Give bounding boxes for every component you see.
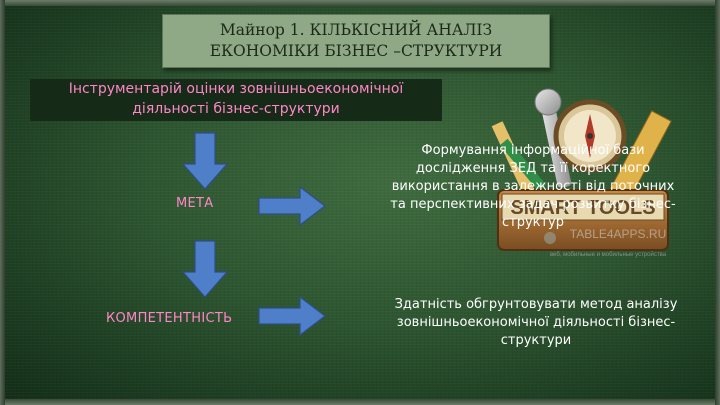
competence-description-line: структури <box>500 333 572 348</box>
goal-description-line: та перспективних задач розвитку бізнес- <box>390 197 676 212</box>
clipart-banner-text: SMART TOOLS <box>510 197 655 219</box>
competence-description-line: Здатність обгрунтовувати метод аналізу <box>394 297 678 312</box>
board-frame-top <box>0 0 720 6</box>
clipart-watermark-text: TABLE4APPS.RU <box>570 227 666 241</box>
goal-description-line: Формування інформаційної бази <box>421 143 645 158</box>
board-frame-bottom <box>0 399 720 405</box>
goal-label: МЕТА <box>176 196 214 211</box>
slide-title-line-2: ЕКОНОМІКИ БІЗНЕС –СТРУКТУРИ <box>209 42 503 60</box>
arrow-right-competence-icon <box>258 296 326 336</box>
board-frame-left <box>0 0 5 405</box>
slide-title-line-1: Майнор 1. КІЛЬКІСНИЙ АНАЛІЗ <box>219 21 493 39</box>
goal-description-line: використання в залежності від поточних <box>391 179 675 194</box>
topic-heading-line-2: діяльності бізнес-структури <box>132 101 340 117</box>
topic-heading-line-1: Інструментарій оцінки зовнішньоекономічн… <box>68 81 404 97</box>
topic-heading: Інструментарій оцінки зовнішньоекономічн… <box>30 79 442 121</box>
arrow-down-to-competence-icon <box>182 240 228 298</box>
goal-description-line: структур <box>501 215 565 230</box>
clipart-caption-text: веб, мобильные и мобильные устройства <box>550 251 667 258</box>
goal-description: Формування інформаційної бази дослідженн… <box>352 142 714 232</box>
competence-description-line: зовнішньоекономічної діяльності бізнес- <box>396 315 676 330</box>
competence-label: КОМПЕТЕНТНІСТЬ <box>106 311 233 326</box>
arrow-down-to-goal-icon <box>182 132 228 190</box>
goal-description-line: дослідження ЗЕД та її коректного <box>415 161 651 176</box>
arrow-right-goal-icon <box>258 186 326 226</box>
smart-tools-toolbox-icon: SMART TOOLS TABLE4APPS.RU веб, мобильные… <box>491 88 672 258</box>
slide-title: Майнор 1. КІЛЬКІСНИЙ АНАЛІЗ ЕКОНОМІКИ БІ… <box>162 14 550 68</box>
competence-description: Здатність обгрунтовувати метод аналізу з… <box>356 296 716 350</box>
board-frame-right <box>715 0 720 405</box>
